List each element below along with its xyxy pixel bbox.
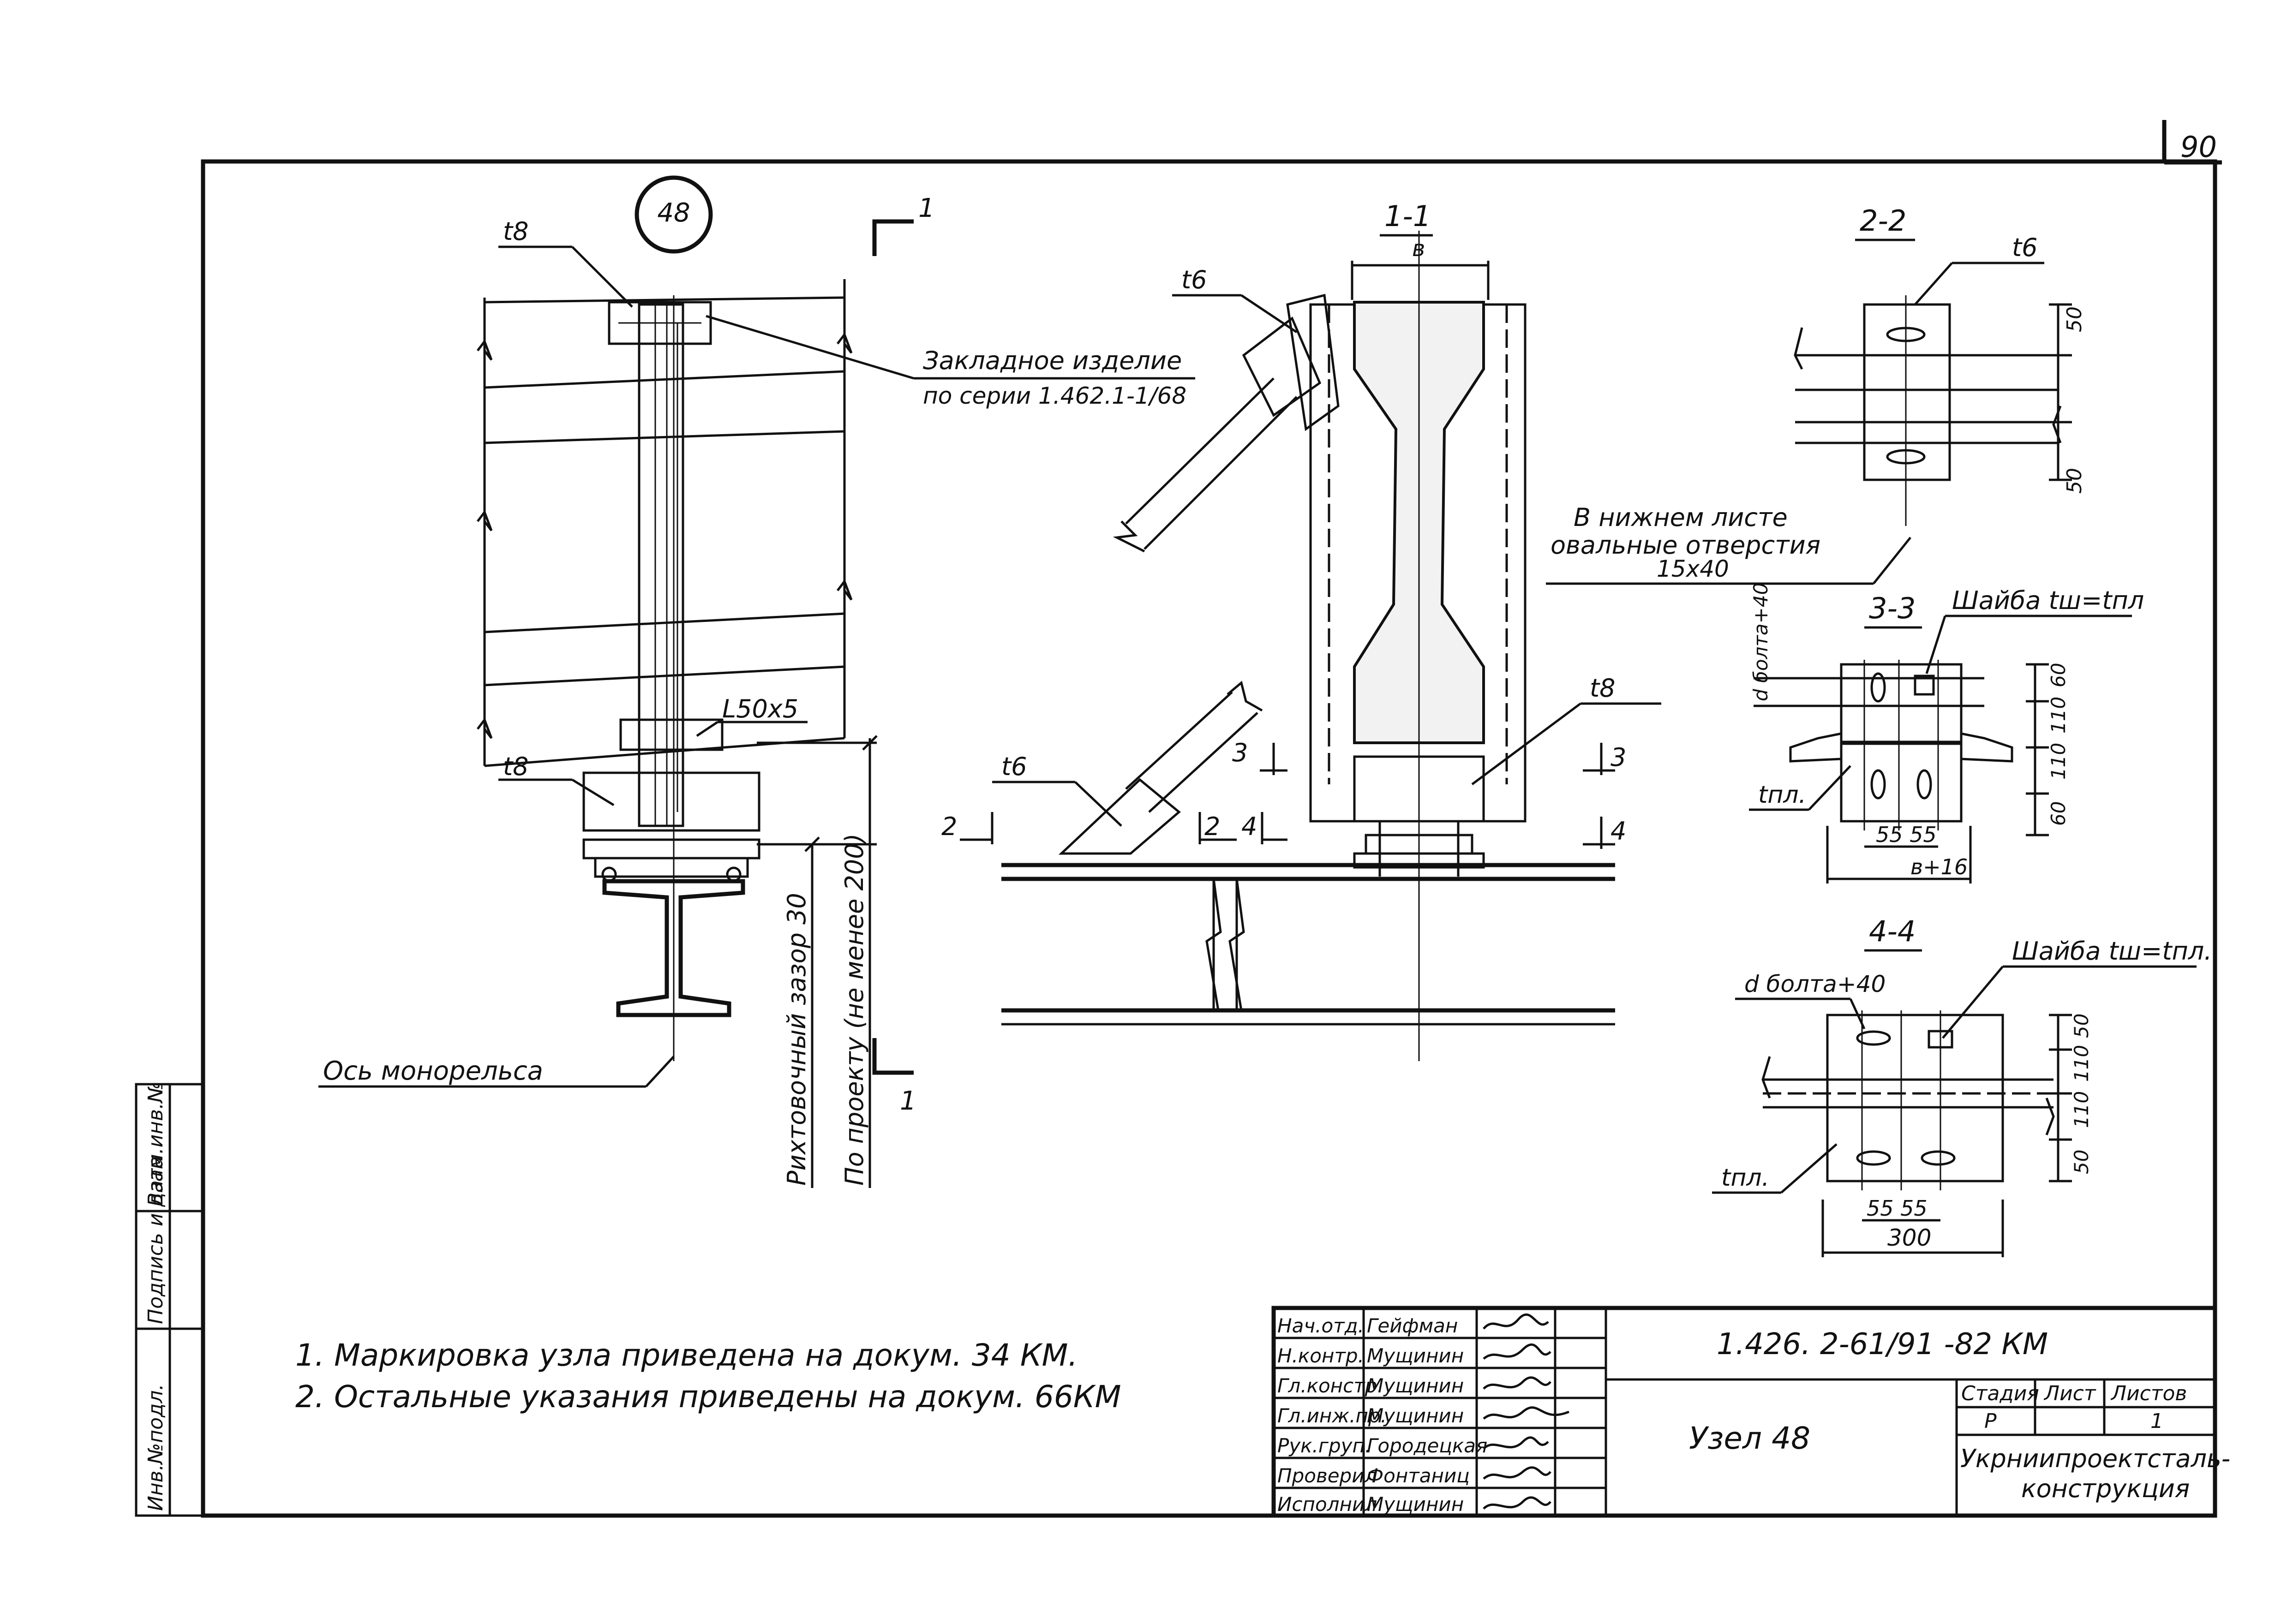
stage-value: Р	[1984, 1409, 1997, 1433]
role-0: Нач.отд.	[1277, 1314, 1364, 1337]
section-4-4-bolt-hole: d болта+40	[1744, 971, 1886, 997]
upper-brace-plate-label: t6	[1181, 265, 1207, 294]
gap-label: Рихтовочный зазор 30	[782, 893, 811, 1186]
top-plate-label: t8	[503, 217, 529, 246]
name-4: Городецкая	[1367, 1434, 1487, 1457]
section-2-2-plate: t6	[2012, 233, 2038, 262]
bottom-plate-label: t8	[503, 752, 529, 781]
org-line2: конструкция	[2021, 1474, 2190, 1503]
section-4-4-spacing: 55 55	[1867, 1196, 1928, 1221]
section-4-4-width: 300	[1887, 1224, 1931, 1251]
left-approval-strip: Инв.№подл. Подпись и дата Взам.инв.№	[135, 1081, 204, 1517]
oval-note-line3: 15x40	[1657, 555, 1729, 582]
name-6: Мущинин	[1367, 1493, 1464, 1516]
doc-code: 1.426. 2-61/91 -82 КМ	[1717, 1327, 2048, 1361]
section-1-1: 1-1 в t6 t6	[941, 199, 1911, 1061]
section-3-3-dim-1: 60	[2047, 663, 2070, 687]
page-number: 90	[2180, 130, 2217, 164]
embedded-item-line1: Закладное изделие	[923, 346, 1182, 375]
section-3-3-dim-3: 110	[2047, 743, 2070, 780]
role-1: Н.контр.	[1277, 1344, 1364, 1367]
name-1: Мущинин	[1367, 1344, 1464, 1367]
role-2: Гл.констр.	[1277, 1374, 1383, 1397]
name-0: Гейфман	[1367, 1314, 1458, 1337]
monorail-axis-label: Ось монорельса	[323, 1056, 543, 1086]
strip-signature-date: Подпись и дата	[144, 1156, 168, 1324]
name-2: Мущинин	[1367, 1374, 1464, 1397]
section-3-3: 3-3 Шайба tш=tпл d болта+40 60 110 110 6…	[1749, 583, 2144, 884]
section-2-2: 2-2 t6 50 50	[1794, 204, 2086, 526]
section-4-4: 4-4 Шайба tш=tпл. d болта+40 50 110 110 …	[1712, 914, 2212, 1257]
stage-header: Стадия	[1961, 1382, 2039, 1405]
section-4-4-dim-4: 50	[2070, 1150, 2093, 1174]
section-2-2-dim-bottom: 50	[2063, 468, 2086, 494]
elevation-view: 48 t8 L50x5 Закладное издели	[318, 175, 1195, 1188]
section-3-3-washer: Шайба tш=tпл	[1952, 586, 2144, 615]
role-5: Проверил	[1277, 1464, 1377, 1487]
cut-4-label-left: 4	[1241, 812, 1257, 841]
lower-brace-plate-label: t6	[1001, 752, 1027, 781]
section-3-3-bolt-hole: d болта+40	[1749, 583, 1772, 701]
cut-2-label: 2	[941, 812, 957, 841]
section-3-3-dim-2: 110	[2047, 697, 2070, 734]
node-marker-number: 48	[657, 198, 690, 228]
section-3-3-spacing: 55 55	[1876, 822, 1937, 847]
drawing-title: Узел 48	[1689, 1421, 1810, 1456]
section-4-4-plate: tпл.	[1721, 1164, 1769, 1192]
sheets-header: Листов	[2110, 1382, 2187, 1405]
cut-4-label-right: 4	[1610, 817, 1626, 846]
base-plate-label: t8	[1590, 674, 1616, 703]
section-3-3-width: в+16	[1910, 854, 1968, 879]
design-distance-label: По проекту (не менее 200)	[840, 833, 869, 1186]
section-2-2-dim-top: 50	[2063, 306, 2086, 332]
section-4-4-dim-1: 50	[2070, 1014, 2093, 1038]
section-4-4-dim-3: 110	[2070, 1091, 2093, 1128]
note-2: 2. Остальные указания приведены на докум…	[295, 1379, 1121, 1415]
section-3-3-title: 3-3	[1869, 591, 1916, 625]
section-4-4-dim-2: 110	[2070, 1045, 2093, 1082]
name-3: Мущинин	[1367, 1404, 1464, 1427]
monorail-beam	[602, 879, 745, 1017]
sheet-frame: 90	[201, 120, 2222, 1518]
oval-note-line2: овальные отверстия	[1551, 531, 1820, 560]
note-1: 1. Маркировка узла приведена на докум. 3…	[295, 1337, 1078, 1373]
org-line1: Укрниипроектсталь-	[1960, 1444, 2230, 1473]
general-notes: 1. Маркировка узла приведена на докум. 3…	[295, 1337, 1121, 1415]
section-2-2-title: 2-2	[1860, 204, 1906, 238]
section-4-4-title: 4-4	[1869, 914, 1916, 948]
strip-inv-number: Инв.№подл.	[144, 1384, 168, 1511]
role-4: Рук.груп.	[1277, 1434, 1371, 1457]
role-3: Гл.инж.пр.	[1277, 1404, 1387, 1427]
cut-3-label-right: 3	[1610, 743, 1626, 772]
sheets-value: 1	[2150, 1409, 2163, 1433]
cut-3-label-left: 3	[1232, 738, 1248, 767]
angle-label: L50x5	[722, 694, 798, 723]
embedded-item-line2: по серии 1.462.1-1/68	[923, 382, 1186, 409]
section-3-3-dim-4: 60	[2047, 801, 2070, 826]
cut-2-label-right: 2	[1204, 812, 1220, 841]
section-4-4-washer: Шайба tш=tпл.	[2012, 937, 2212, 966]
oval-note-line1: В нижнем листе	[1574, 503, 1788, 532]
sheet-header: Лист	[2043, 1382, 2096, 1405]
signatures	[1483, 1313, 1569, 1510]
section-1-1-title: 1-1	[1384, 199, 1431, 233]
role-6: Исполнил	[1277, 1493, 1377, 1516]
name-5: Фонтаниц	[1367, 1464, 1470, 1487]
strip-replace-inv: Взам.инв.№	[144, 1081, 168, 1206]
cut-mark-top: 1	[918, 193, 935, 223]
section-3-3-plate: tпл.	[1758, 781, 1806, 809]
cut-mark-bottom: 1	[900, 1086, 916, 1116]
title-block: Нач.отд. Н.контр. Гл.констр. Гл.инж.пр. …	[1271, 1306, 2230, 1518]
node-marker-circle	[635, 175, 713, 254]
